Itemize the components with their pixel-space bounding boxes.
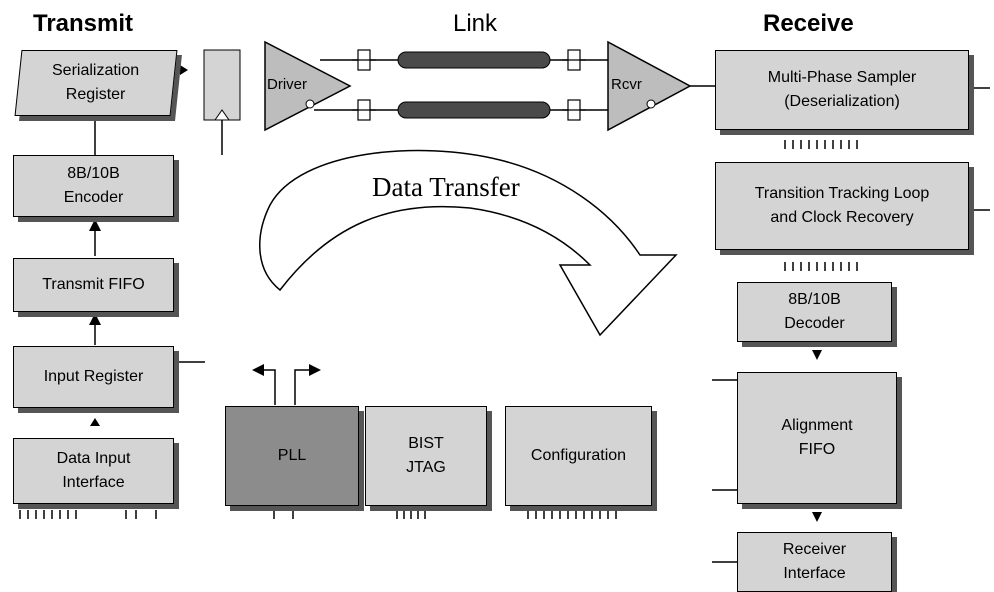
input-register-label: Input Register	[43, 368, 144, 385]
encoder-block: 8B/10B Encoder	[13, 155, 174, 217]
transmit-fifo-label: Transmit FIFO	[42, 276, 145, 293]
serialization-register-block: Serialization Register	[14, 50, 178, 116]
encoder-label: 8B/10B Encoder	[63, 165, 124, 206]
serialization-register-label: Serialization Register	[52, 62, 140, 103]
driver-triangle	[264, 40, 352, 132]
data-input-interface-block: Data Input Interface	[13, 438, 174, 504]
pll-block: PLL	[225, 406, 359, 506]
data-transfer-arrow	[259, 149, 678, 337]
output-flipflop	[203, 49, 241, 121]
driver-label: Driver	[267, 76, 307, 93]
decoder-label: 8B/10B Decoder	[784, 291, 845, 332]
sampler-label: Multi-Phase Sampler (Deserialization)	[767, 69, 917, 110]
tracking-loop-block: Transition Tracking Loop and Clock Recov…	[715, 162, 969, 250]
bist-jtag-label: BIST JTAG	[406, 435, 446, 476]
input-up-arrow	[90, 418, 100, 426]
configuration-label: Configuration	[530, 447, 627, 464]
link-header: Link	[453, 10, 498, 37]
cable-positive	[397, 51, 551, 69]
sampler-block: Multi-Phase Sampler (Deserialization)	[715, 50, 969, 130]
cable-negative	[397, 101, 551, 119]
receive-header: Receive	[763, 10, 854, 37]
alignment-fifo-block: Alignment FIFO	[737, 372, 897, 504]
data-transfer-label: Data Transfer	[372, 172, 520, 202]
receiver-interface-block: Receiver Interface	[737, 532, 892, 592]
pll-label: PLL	[277, 447, 307, 464]
data-input-interface-label: Data Input Interface	[56, 450, 131, 491]
decoder-block: 8B/10B Decoder	[737, 282, 892, 342]
receiver-label: Rcvr	[611, 76, 642, 93]
input-register-block: Input Register	[13, 346, 174, 408]
transmit-header: Transmit	[33, 10, 134, 37]
receiver-interface-label: Receiver Interface	[782, 541, 847, 582]
configuration-block: Configuration	[505, 406, 652, 506]
transmit-fifo-block: Transmit FIFO	[13, 258, 174, 312]
tracking-loop-label: Transition Tracking Loop and Clock Recov…	[754, 185, 930, 226]
alignment-fifo-label: Alignment FIFO	[781, 417, 853, 458]
bist-jtag-block: BIST JTAG	[365, 406, 487, 506]
